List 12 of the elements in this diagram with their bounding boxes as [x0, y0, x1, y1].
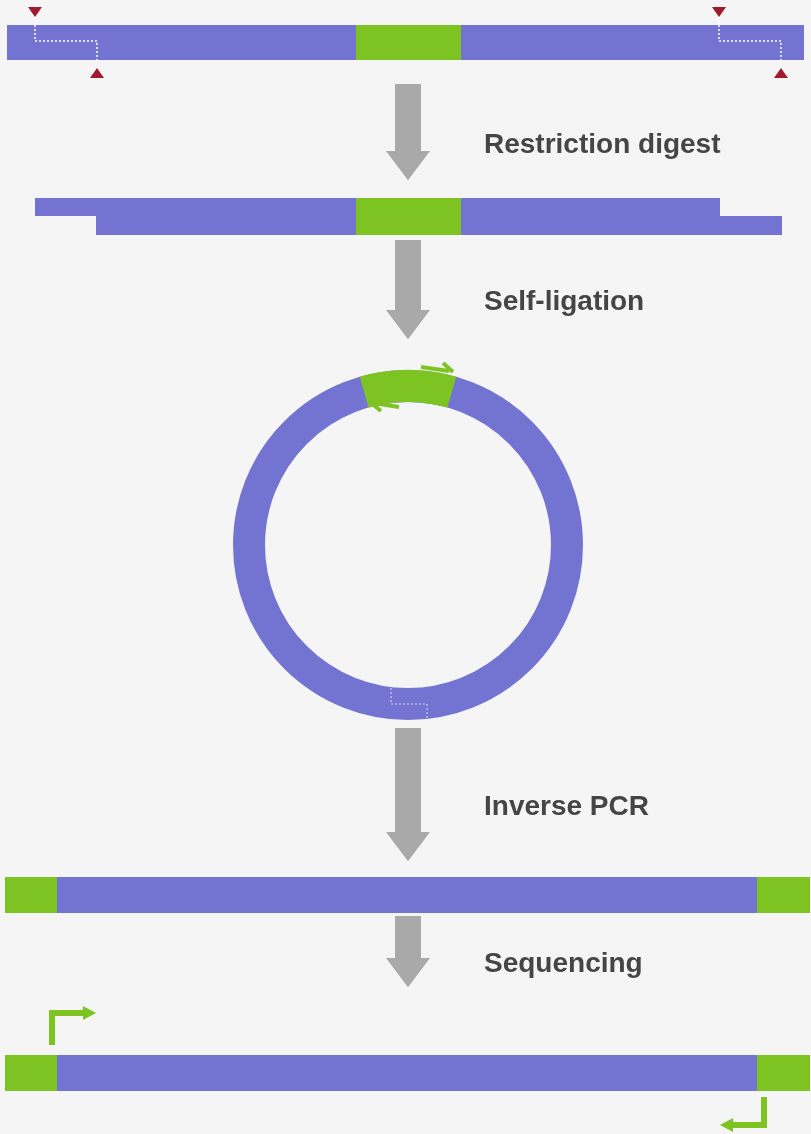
- step-label: Restriction digest: [484, 126, 721, 161]
- arrow: [386, 916, 430, 988]
- dna-strand-drawing: [33, 196, 784, 237]
- arrow: [386, 728, 430, 862]
- arrow: [386, 240, 430, 340]
- step-label: Inverse PCR: [484, 789, 649, 823]
- dna-strand-drawing: [5, 5, 806, 81]
- dna-strand-drawing: [5, 877, 810, 913]
- arrow: [386, 84, 430, 181]
- step-label: Sequencing: [484, 946, 643, 980]
- step-label: Self-ligation: [484, 284, 645, 318]
- dna-strand-drawing: [5, 1003, 810, 1132]
